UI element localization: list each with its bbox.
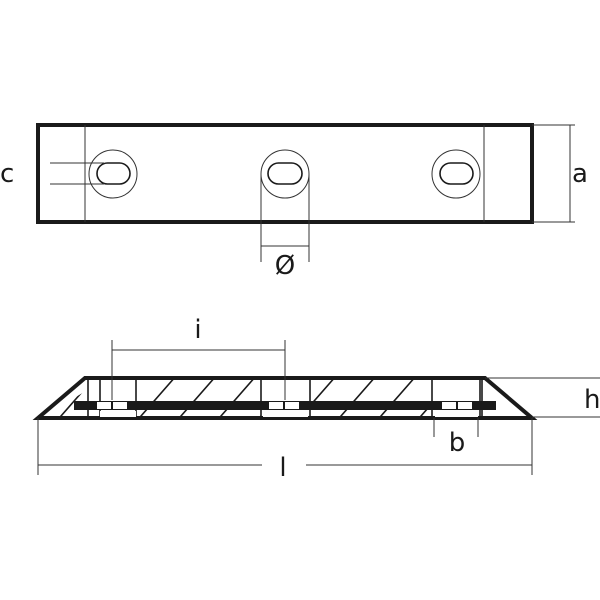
- dimension-b: [433, 418, 479, 437]
- mounting-hole-center: [260, 149, 310, 199]
- label-diameter: Ø: [275, 251, 295, 281]
- label-b: b: [449, 428, 466, 458]
- bolt-block-right: [431, 378, 481, 418]
- label-h: h: [584, 385, 600, 415]
- dimension-a: [532, 124, 575, 223]
- dimension-c: [50, 162, 104, 185]
- plate-outline-top: [36, 123, 534, 224]
- dimension-diameter: [260, 174, 310, 262]
- bolt-block-left: [97, 378, 137, 418]
- mounting-hole-left: [88, 149, 138, 199]
- top-view: a c Ø: [0, 123, 588, 281]
- label-c: c: [0, 159, 14, 189]
- dimension-i: [111, 340, 286, 400]
- label-l: l: [279, 453, 286, 483]
- label-i: i: [194, 315, 201, 345]
- side-view: i h b l: [32, 315, 600, 483]
- bolt-block-center: [260, 378, 311, 418]
- section-hatching: [45, 379, 432, 417]
- dimension-h: [485, 377, 600, 418]
- label-a: a: [572, 159, 588, 189]
- mounting-hole-right: [431, 149, 481, 199]
- dimension-l: [37, 418, 533, 475]
